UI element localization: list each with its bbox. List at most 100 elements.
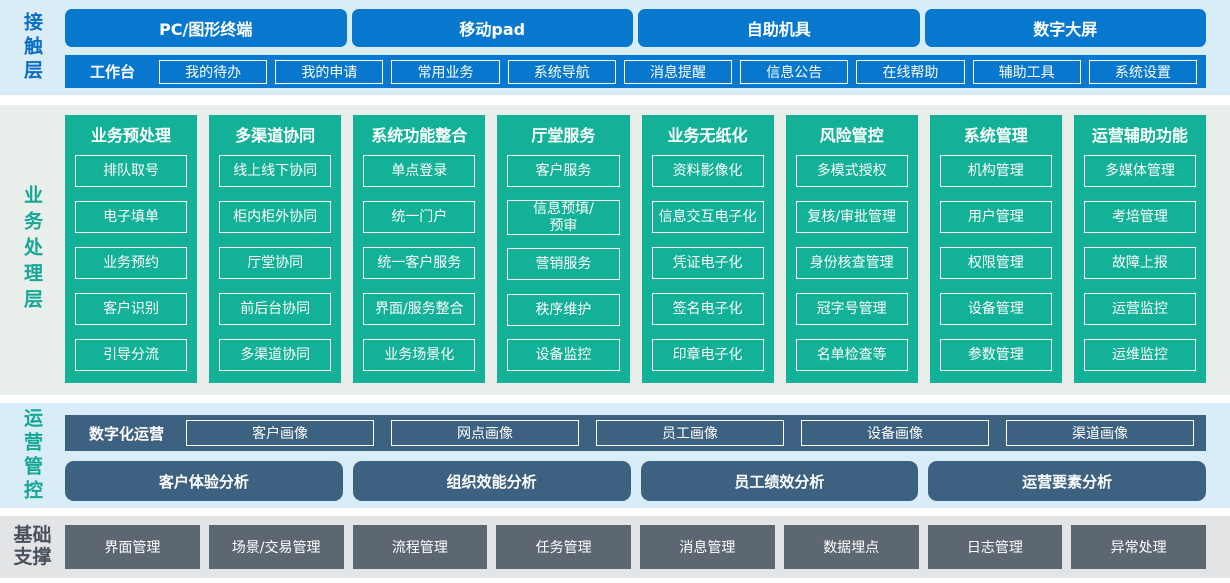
- workbench-item: 我的申请: [275, 59, 384, 84]
- band-separator: [0, 508, 1230, 516]
- profile-box: 设备画像: [801, 420, 990, 446]
- feature-box: 业务场景化: [363, 339, 476, 371]
- foundation-box: 场景/交易管理: [208, 525, 344, 569]
- analysis-box: 运营要素分析: [928, 461, 1206, 501]
- column-items: 多模式授权复核/审批管理身份核查管理冠字号管理名单检查等: [795, 155, 908, 371]
- feature-box: 凭证电子化: [651, 247, 764, 279]
- ops-layer-band: 运营管控 数字化运营 客户画像网点画像员工画像设备画像渠道画像 客户体验分析组织…: [0, 403, 1230, 508]
- analysis-box: 组织效能分析: [352, 461, 631, 501]
- feature-box: 柜内柜外协同: [219, 201, 332, 233]
- feature-box: 单点登录: [363, 155, 476, 187]
- ops-layer-content: 数字化运营 客户画像网点画像员工画像设备画像渠道画像 客户体验分析组织效能分析员…: [65, 403, 1206, 508]
- foundation-box: 消息管理: [640, 525, 775, 569]
- business-column: 多渠道协同线上线下协同柜内柜外协同厅堂协同前后台协同多渠道协同: [209, 115, 342, 383]
- feature-box: 印章电子化: [651, 339, 764, 371]
- feature-box: 身份核查管理: [795, 247, 908, 279]
- feature-box: 机构管理: [939, 155, 1052, 187]
- channel-box: 移动pad: [351, 9, 633, 47]
- column-title: 系统管理: [963, 126, 1028, 145]
- column-title: 运营辅助功能: [1091, 126, 1188, 145]
- workbench-item: 系统设置: [1088, 59, 1197, 84]
- contact-layer-gutter: 接触层: [0, 0, 65, 95]
- feature-box: 多模式授权: [795, 155, 908, 187]
- digital-ops-label: 数字化运营: [89, 424, 165, 443]
- workbench-item: 系统导航: [507, 59, 616, 84]
- foundation-box: 异常处理: [1071, 525, 1206, 569]
- business-column: 运营辅助功能多媒体管理考培管理故障上报运营监控运维监控: [1073, 115, 1206, 383]
- channel-box: PC/图形终端: [65, 9, 347, 47]
- analysis-box: 员工绩效分析: [640, 461, 919, 501]
- feature-box: 考培管理: [1083, 201, 1196, 233]
- feature-box: 信息交互电子化: [651, 201, 764, 233]
- feature-box: 业务预约: [75, 247, 188, 279]
- feature-box: 客户识别: [75, 293, 188, 325]
- feature-box: 统一门户: [363, 201, 476, 233]
- business-layer-gutter: 业务处理层: [0, 105, 65, 395]
- foundation-box: 界面管理: [65, 525, 200, 569]
- feature-box: 设备监控: [507, 339, 620, 371]
- column-items: 资料影像化信息交互电子化凭证电子化签名电子化印章电子化: [651, 155, 764, 371]
- feature-box: 运营监控: [1083, 293, 1196, 325]
- feature-box: 权限管理: [939, 247, 1052, 279]
- foundation-box: 任务管理: [496, 525, 631, 569]
- feature-box: 营销服务: [507, 248, 620, 281]
- feature-box: 设备管理: [939, 293, 1052, 325]
- column-title: 业务预处理: [91, 126, 172, 145]
- workbench-item: 我的待办: [159, 59, 268, 84]
- column-items: 机构管理用户管理权限管理设备管理参数管理: [939, 155, 1052, 371]
- foundation-layer-band: 基础 支撑 界面管理场景/交易管理流程管理任务管理消息管理数据埋点日志管理异常处…: [0, 516, 1230, 578]
- column-title: 多渠道协同: [235, 126, 316, 145]
- feature-box: 厅堂协同: [219, 247, 332, 279]
- column-items: 客户服务信息预填/ 预审营销服务秩序维护设备监控: [507, 155, 620, 371]
- business-column: 业务无纸化资料影像化信息交互电子化凭证电子化签名电子化印章电子化: [641, 115, 774, 383]
- foundation-layer-label: 基础 支撑: [13, 524, 52, 568]
- feature-box: 签名电子化: [651, 293, 764, 325]
- feature-box: 界面/服务整合: [363, 293, 476, 325]
- column-title: 风险管控: [819, 126, 884, 145]
- workbench-item: 辅助工具: [972, 59, 1081, 84]
- channel-box: 数字大屏: [924, 9, 1206, 47]
- feature-box: 前后台协同: [219, 293, 332, 325]
- business-columns: 业务预处理排队取号电子填单业务预约客户识别引导分流多渠道协同线上线下协同柜内柜外…: [65, 115, 1206, 383]
- profile-box: 客户画像: [186, 420, 375, 446]
- feature-box: 名单检查等: [795, 339, 908, 371]
- workbench-item: 常用业务: [391, 59, 500, 84]
- feature-box: 运维监控: [1083, 339, 1196, 371]
- profile-box: 渠道画像: [1006, 420, 1195, 446]
- business-column: 系统管理机构管理用户管理权限管理设备管理参数管理: [929, 115, 1062, 383]
- column-title: 厅堂服务: [531, 126, 596, 145]
- profile-row: 客户画像网点画像员工画像设备画像渠道画像: [186, 420, 1195, 446]
- profile-box: 网点画像: [391, 420, 580, 446]
- workbench-item: 消息提醒: [623, 59, 733, 84]
- feature-box: 秩序维护: [507, 293, 620, 326]
- column-items: 线上线下协同柜内柜外协同厅堂协同前后台协同多渠道协同: [219, 155, 332, 371]
- business-column: 风险管控多模式授权复核/审批管理身份核查管理冠字号管理名单检查等: [785, 115, 918, 383]
- column-items: 排队取号电子填单业务预约客户识别引导分流: [75, 155, 188, 371]
- column-title: 系统功能整合: [371, 126, 468, 145]
- feature-box: 客户服务: [507, 155, 620, 187]
- ops-layer-label: 运营管控: [21, 407, 43, 504]
- foundation-layer-content: 界面管理场景/交易管理流程管理任务管理消息管理数据埋点日志管理异常处理: [65, 516, 1206, 578]
- feature-box: 排队取号: [75, 155, 188, 187]
- foundation-box: 日志管理: [927, 525, 1063, 569]
- feature-box: 引导分流: [75, 339, 188, 371]
- feature-box: 电子填单: [75, 201, 188, 233]
- ops-layer-gutter: 运营管控: [0, 403, 65, 508]
- workbench-bar: 工作台 我的待办我的申请常用业务系统导航消息提醒信息公告在线帮助辅助工具系统设置: [65, 55, 1206, 88]
- business-column: 业务预处理排队取号电子填单业务预约客户识别引导分流: [65, 115, 198, 383]
- business-column: 系统功能整合单点登录统一门户统一客户服务界面/服务整合业务场景化: [353, 115, 486, 383]
- foundation-box: 流程管理: [352, 525, 488, 569]
- foundation-box: 数据埋点: [783, 525, 919, 569]
- feature-box: 复核/审批管理: [795, 201, 908, 233]
- workbench-item: 在线帮助: [856, 59, 965, 84]
- business-column: 厅堂服务客户服务信息预填/ 预审营销服务秩序维护设备监控: [497, 115, 630, 383]
- analysis-row: 客户体验分析组织效能分析员工绩效分析运营要素分析: [65, 461, 1206, 501]
- feature-box: 用户管理: [939, 201, 1052, 233]
- feature-box: 多媒体管理: [1083, 155, 1196, 187]
- digital-ops-bar: 数字化运营 客户画像网点画像员工画像设备画像渠道画像: [65, 415, 1206, 451]
- channel-box: 自助机具: [638, 9, 920, 47]
- feature-box: 冠字号管理: [795, 293, 908, 325]
- feature-box: 统一客户服务: [363, 247, 476, 279]
- band-separator: [0, 95, 1230, 105]
